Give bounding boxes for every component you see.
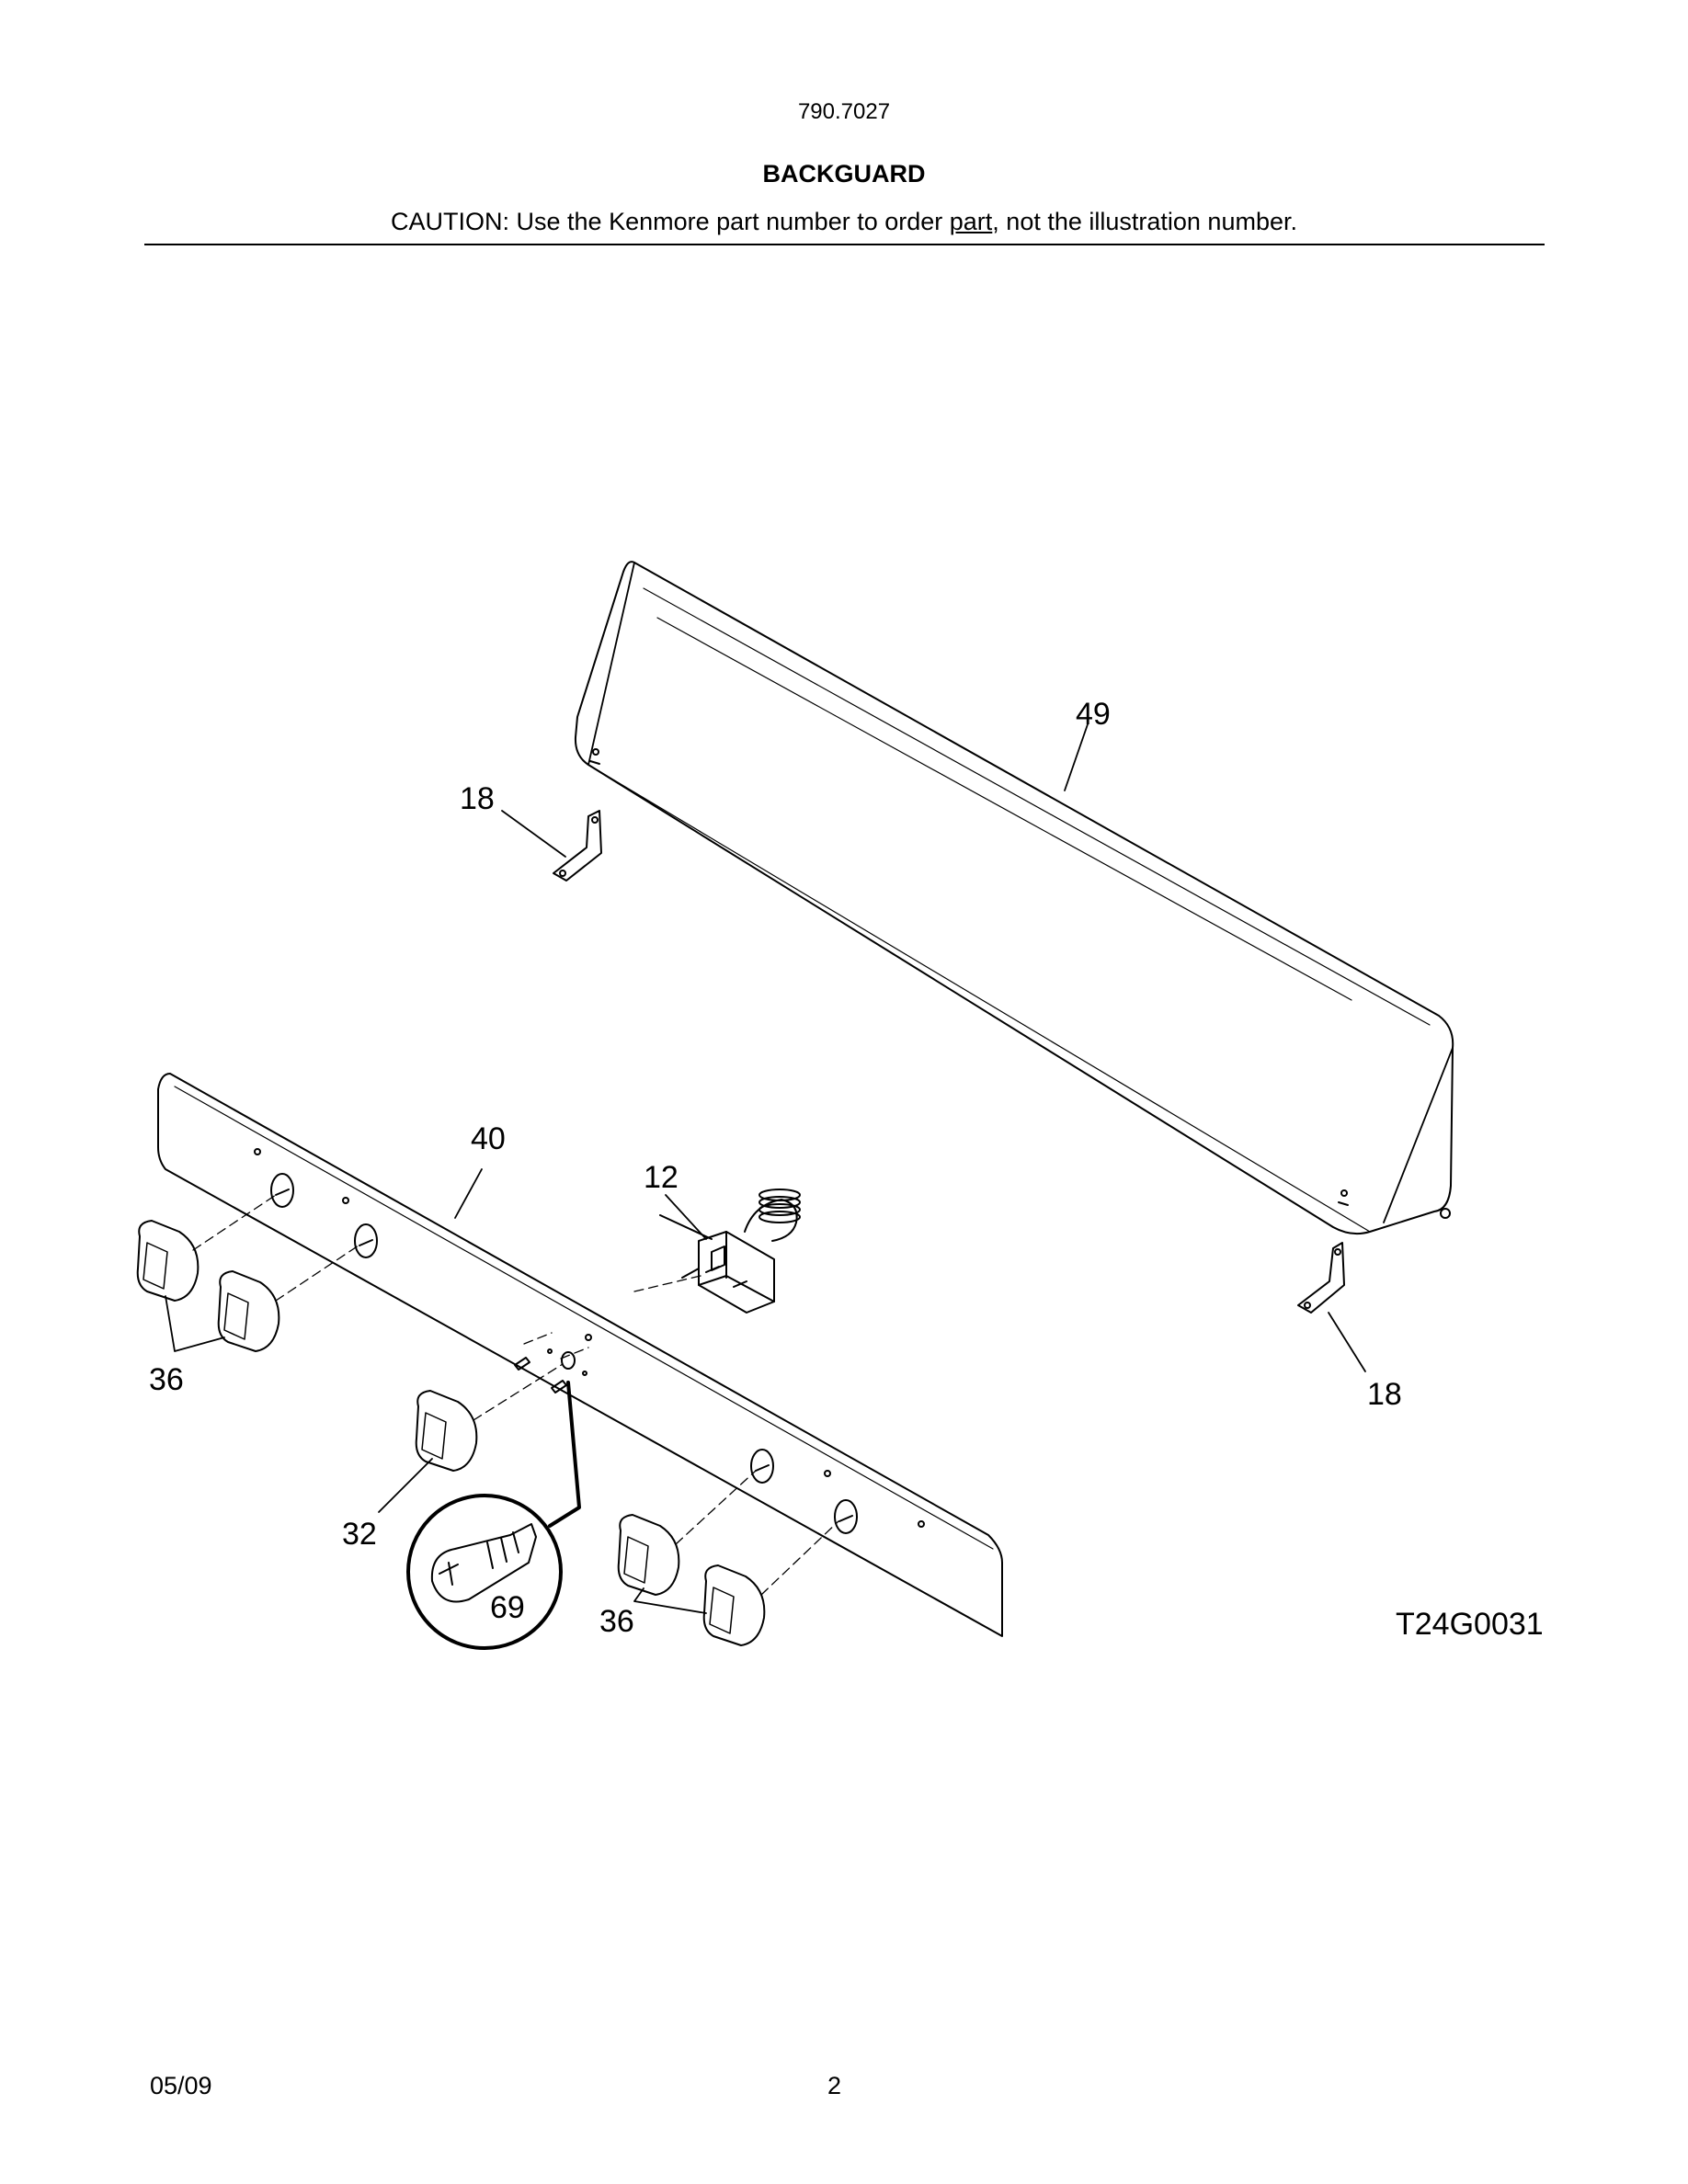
knob-icon: [136, 1220, 200, 1302]
callout-49: 49: [1076, 697, 1111, 732]
mounting-bracket-left: [553, 810, 602, 882]
callout-40: 40: [471, 1121, 506, 1156]
mounting-bracket-right: [1297, 1242, 1345, 1314]
screw-icon: [514, 1348, 587, 1393]
page-number: 2: [827, 2072, 842, 2099]
backguard-panel: [574, 561, 1454, 1235]
knob-icon: [702, 1564, 766, 1646]
caution-text-end: , not the illustration number.: [992, 208, 1297, 235]
callout-36-left: 36: [149, 1362, 184, 1397]
knob-icon: [617, 1514, 680, 1596]
footer-date: 05/09: [150, 2072, 212, 2099]
knob-icon: [415, 1390, 478, 1472]
knob-icon: [217, 1270, 280, 1352]
leader-lines: [165, 723, 1366, 1614]
header-rule: [144, 244, 1545, 245]
callout-12: 12: [644, 1160, 679, 1195]
caution-note: CAUTION: Use the Kenmore part number to …: [0, 208, 1688, 236]
caution-underlined-word: part: [949, 208, 993, 235]
page-title: BACKGUARD: [762, 160, 926, 188]
callout-18-right: 18: [1367, 1377, 1402, 1412]
model-number: 790.7027: [797, 99, 891, 124]
infinite-switch: [659, 1189, 801, 1314]
callout-36-right: 36: [599, 1604, 634, 1639]
callout-18-left: 18: [460, 781, 495, 816]
caution-text-start: CAUTION: Use the Kenmore part number to …: [391, 208, 950, 235]
drawing-id: T24G0031: [1396, 1607, 1544, 1642]
screw-detail-callout: [406, 1381, 581, 1650]
callout-69: 69: [490, 1590, 525, 1625]
callout-32: 32: [342, 1517, 377, 1552]
control-panel: [157, 1073, 1003, 1637]
alignment-lines: [192, 1194, 839, 1596]
